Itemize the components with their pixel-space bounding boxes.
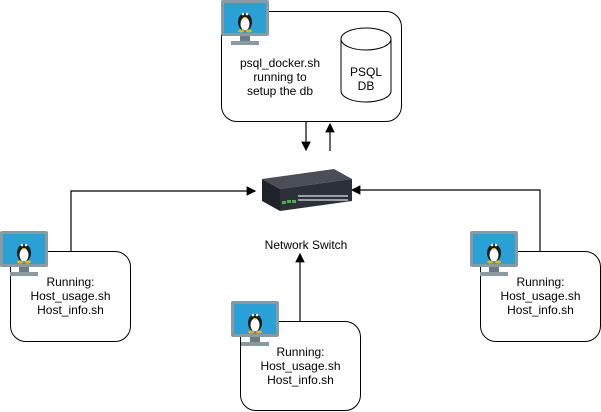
linux-tux-monitor-icon bbox=[0, 231, 48, 277]
right-host-to-switch-arrow bbox=[350, 185, 541, 251]
database-cylinder-icon bbox=[340, 27, 392, 103]
host-label-left: Running: Host_usage.sh Host_info.sh bbox=[30, 275, 111, 317]
linux-tux-monitor-icon bbox=[221, 0, 269, 46]
network-switch-icon bbox=[262, 169, 352, 211]
linux-tux-monitor-icon bbox=[231, 301, 279, 347]
db-label: PSQL DB bbox=[349, 65, 382, 93]
network-switch-label: Network Switch bbox=[264, 238, 348, 252]
host-label-right: Running: Host_usage.sh Host_info.sh bbox=[500, 275, 581, 317]
linux-tux-monitor-icon bbox=[470, 231, 518, 277]
left-host-to-switch-arrow bbox=[70, 186, 257, 251]
db-script-label: psql_docker.sh running to setup the db bbox=[239, 56, 321, 98]
host-label-bottom: Running: Host_usage.sh Host_info.sh bbox=[260, 345, 341, 387]
